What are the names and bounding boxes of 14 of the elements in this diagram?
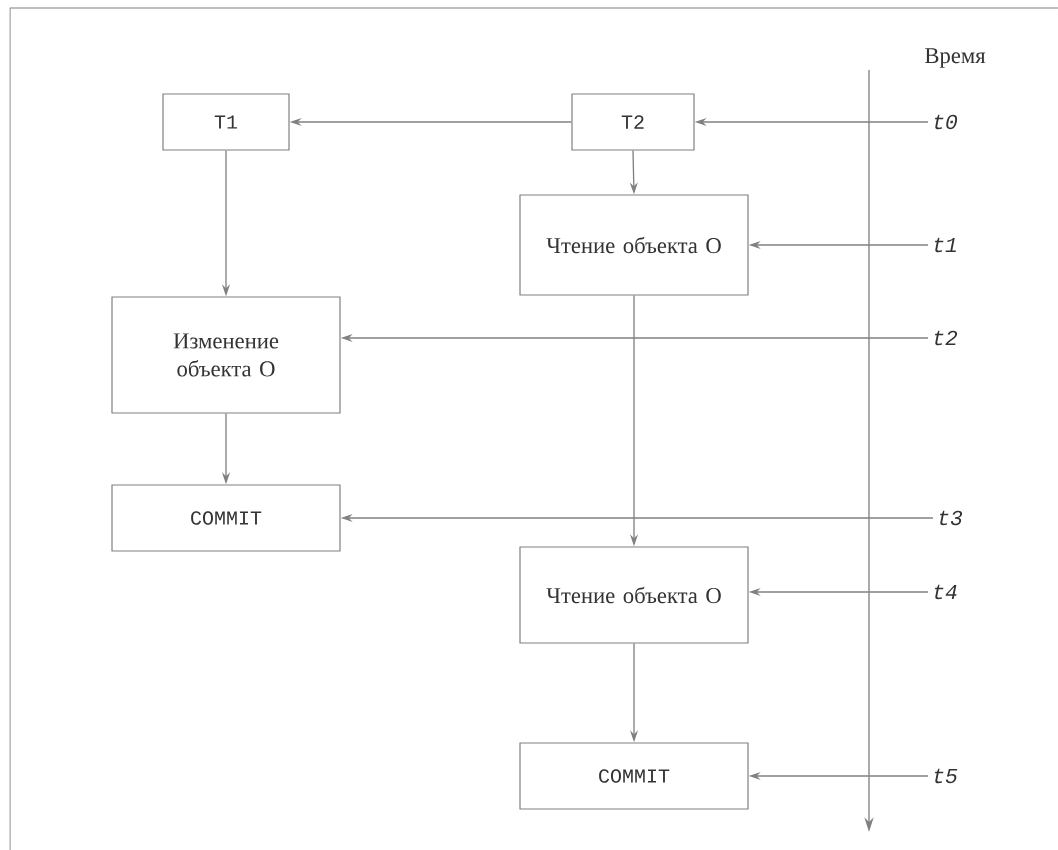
process-box: T2 bbox=[571, 93, 695, 151]
process-box: COMMIT bbox=[111, 484, 341, 552]
time-label: t4 bbox=[935, 584, 957, 600]
time-label: t2 bbox=[935, 330, 958, 346]
process-box: T1 bbox=[162, 93, 290, 151]
process-box: Чтение объекта O bbox=[519, 194, 749, 296]
axis-label: Время bbox=[925, 48, 986, 68]
time-label: t3 bbox=[940, 510, 963, 526]
process-box: Чтение объекта O bbox=[519, 546, 749, 644]
time-label: t1 bbox=[935, 237, 956, 253]
process-box: COMMIT bbox=[519, 742, 749, 810]
time-label: t0 bbox=[935, 114, 958, 130]
process-box: Изменение объекта O bbox=[111, 296, 341, 414]
time-label: t5 bbox=[935, 768, 958, 784]
